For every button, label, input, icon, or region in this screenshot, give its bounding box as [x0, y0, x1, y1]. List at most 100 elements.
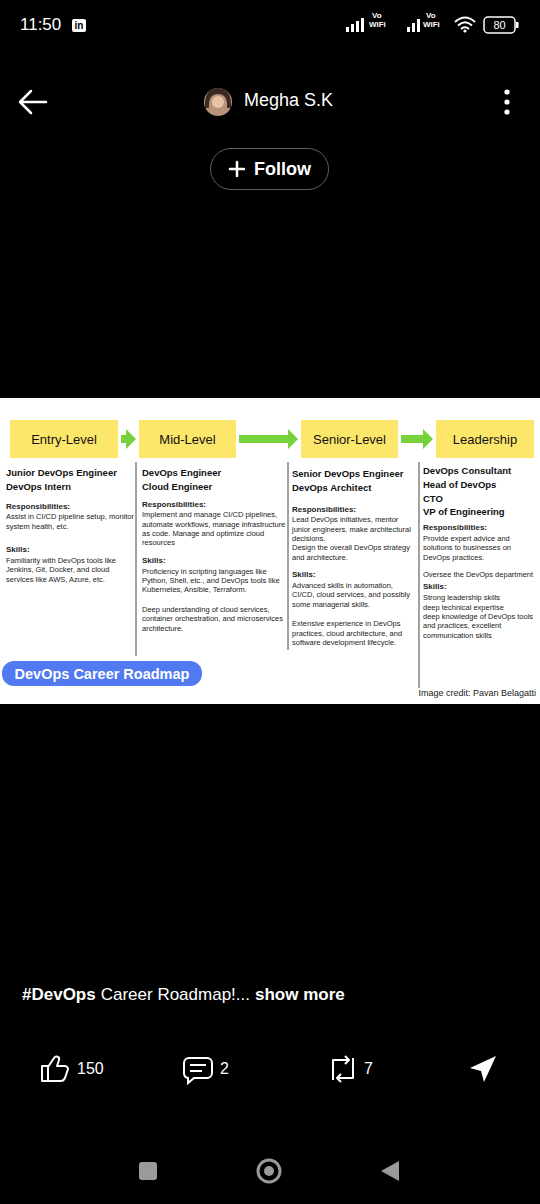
role-title: Junior DevOps Engineer: [6, 466, 134, 480]
role-title: CTO: [423, 492, 536, 506]
nav-home: [258, 1160, 280, 1182]
network-tag: WiFi: [369, 21, 386, 30]
title-pill: DevOps Career Roadmap: [2, 661, 202, 686]
role-title: DevOps Architect: [292, 481, 417, 495]
box-text: Entry-Level: [31, 432, 97, 447]
role-title: VP of Engineering: [423, 505, 536, 519]
caption-line: #DevOps Career Roadmap!... show more: [22, 985, 522, 1005]
section-heading: Skills:: [423, 582, 536, 593]
stage-box: Mid-Level: [139, 420, 236, 458]
flow-arrow: [401, 429, 433, 449]
description-text: Lead DevOps initiatives, mentor junior e…: [292, 515, 417, 543]
description-text: Deep understanding of cloud services, co…: [142, 605, 286, 633]
signal-bars: [346, 18, 420, 32]
column-divider: [288, 462, 289, 650]
section-heading: Responsibilities:: [142, 500, 286, 511]
battery-icon: [516, 22, 519, 28]
comment-icon: [190, 1065, 206, 1071]
role-title: DevOps Intern: [6, 480, 134, 494]
network-tag: Vo: [426, 12, 436, 21]
stage-box: Senior-Level: [301, 420, 398, 458]
wifi-icon: [455, 18, 475, 30]
column-divider: [136, 462, 137, 656]
description-text: Oversee the DevOps department: [423, 570, 536, 579]
menu-dot: [504, 89, 509, 94]
avatar: [204, 88, 232, 116]
role-title: DevOps Engineer: [142, 466, 286, 480]
description-text: Implement and manage CI/CD pipelines, au…: [142, 510, 286, 548]
menu-dot: [504, 109, 509, 114]
stage-box: Leadership: [436, 420, 534, 458]
section-heading: Responsibilities:: [292, 505, 417, 516]
repost-count: 7: [364, 1060, 373, 1078]
repost-icon: [333, 1056, 353, 1082]
image-credit: Image credit: Pavan Belagatti: [418, 689, 536, 699]
role-title: DevOps Consultant: [423, 464, 536, 478]
avatar-hair: [205, 88, 231, 108]
role-title: Cloud Engineer: [142, 480, 286, 494]
menu-dot: [504, 99, 509, 104]
description-text: Design the overall DevOps strategy and a…: [292, 543, 417, 562]
author-name: Megha S.K: [244, 91, 333, 111]
comment-count: 2: [220, 1060, 229, 1078]
box-text: Senior-Level: [313, 432, 386, 447]
app-badge: in: [72, 19, 86, 32]
signal-bar: [356, 21, 359, 32]
like-icon: [42, 1057, 68, 1081]
show-more-link: show more: [255, 985, 345, 1004]
battery-level: 80: [485, 18, 514, 32]
section-heading: Skills:: [6, 545, 134, 556]
description-text: deep technical expertise: [423, 603, 536, 612]
role-column: Senior DevOps EngineerDevOps ArchitectRe…: [292, 467, 417, 647]
signal-bar: [417, 19, 420, 32]
role-title: Head of DevOps: [423, 478, 536, 492]
post-caption: Career Roadmap!...: [101, 985, 250, 1004]
signal-bar: [412, 23, 415, 32]
signal-bar: [346, 27, 349, 32]
section-heading: Responsibilities:: [6, 502, 134, 513]
back-arrow: [20, 91, 46, 113]
box-text: Mid-Level: [159, 432, 215, 447]
description-text: Extensive experience in DevOps practices…: [292, 619, 417, 647]
description-text: Provide expert advice and solutions to b…: [423, 534, 536, 562]
battery-icon: [484, 17, 515, 33]
follow-button: Follow: [210, 148, 329, 190]
network-tag: WiFi: [423, 21, 440, 30]
description-text: deep knowledge of DevOps tools and pract…: [423, 612, 536, 640]
comment-icon: [184, 1058, 212, 1083]
stage-box: Entry-Level: [10, 420, 118, 458]
section-heading: Responsibilities:: [423, 523, 536, 534]
flow-arrow: [121, 429, 136, 449]
role-column: DevOps EngineerCloud EngineerResponsibil…: [142, 466, 286, 633]
column-divider: [419, 462, 420, 688]
role-column: Junior DevOps EngineerDevOps InternRespo…: [6, 466, 134, 584]
signal-bar: [351, 24, 354, 32]
box-text: DevOps Career Roadmap: [15, 666, 190, 682]
nav-recent: [139, 1162, 157, 1180]
role-column: DevOps ConsultantHead of DevOpsCTOVP of …: [423, 464, 536, 640]
wifi-icon: [463, 29, 466, 32]
description-text: Strong leadership skills: [423, 593, 536, 602]
description-text: Advanced skills in automation, CI/CD, cl…: [292, 581, 417, 609]
signal-bar: [407, 27, 410, 32]
signal-bar: [361, 18, 364, 32]
plus-icon: [230, 162, 244, 176]
description-text: Familiarity with DevOps tools like Jenki…: [6, 556, 134, 584]
description-text: Assist in CI/CD pipeline setup, monitor …: [6, 512, 134, 531]
box-text: Leadership: [453, 432, 517, 447]
flow-arrow: [239, 429, 298, 449]
network-tag: Vo: [372, 12, 382, 21]
description-text: Proficiency in scripting languages like …: [142, 567, 286, 595]
nav-back: [381, 1161, 399, 1181]
role-title: Senior DevOps Engineer: [292, 467, 417, 481]
like-count: 150: [77, 1060, 104, 1078]
hashtag: #DevOps: [22, 985, 96, 1004]
send-icon: [470, 1056, 496, 1082]
clock-time: 11:50: [20, 16, 61, 35]
avatar-face: [212, 96, 224, 108]
section-heading: Skills:: [292, 570, 417, 581]
section-heading: Skills:: [142, 556, 286, 567]
nav-home: [264, 1166, 274, 1176]
box-text: Follow: [254, 159, 311, 180]
